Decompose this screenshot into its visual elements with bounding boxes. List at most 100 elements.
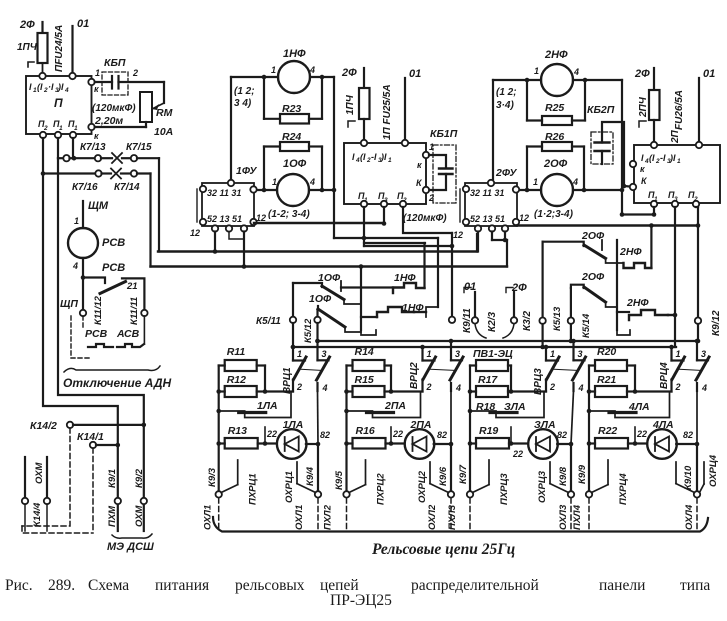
svg-text:-I: -I xyxy=(660,153,666,163)
svg-text:2П: 2П xyxy=(670,129,681,144)
svg-text:ОХЛ3: ОХЛ3 xyxy=(558,504,569,530)
svg-text:РСВ: РСВ xyxy=(85,328,108,340)
svg-text:2: 2 xyxy=(43,125,48,132)
svg-text:ВРЦ2: ВРЦ2 xyxy=(409,362,420,389)
svg-text:1ПЧ: 1ПЧ xyxy=(17,42,38,53)
svg-text:2НФ: 2НФ xyxy=(619,246,642,258)
svg-text:П: П xyxy=(397,191,404,201)
svg-text:К9/7: К9/7 xyxy=(458,464,469,484)
svg-text:R12: R12 xyxy=(227,374,246,386)
svg-text:4: 4 xyxy=(309,177,315,187)
svg-text:(1 2;: (1 2; xyxy=(496,87,517,98)
svg-text:R20: R20 xyxy=(597,346,616,358)
svg-text:1: 1 xyxy=(388,157,392,164)
svg-text:1ПЧ: 1ПЧ xyxy=(345,94,356,115)
svg-text:1: 1 xyxy=(33,87,37,94)
svg-text:52 13 51: 52 13 51 xyxy=(207,214,242,224)
svg-text:R22: R22 xyxy=(598,425,617,437)
svg-text:4: 4 xyxy=(572,177,578,187)
svg-text:К11/11: К11/11 xyxy=(129,297,140,325)
svg-text:3: 3 xyxy=(578,349,583,359)
svg-text:к: к xyxy=(417,160,422,170)
svg-text:К14/2: К14/2 xyxy=(30,420,57,432)
svg-text:ПХРЦ1: ПХРЦ1 xyxy=(248,473,259,505)
svg-text:К3/2: К3/2 xyxy=(522,311,533,331)
svg-text:R15: R15 xyxy=(355,374,374,386)
svg-text:П: П xyxy=(53,119,60,129)
svg-text:К14/1: К14/1 xyxy=(77,431,104,443)
svg-text:ПFU24/5А: ПFU24/5А xyxy=(54,25,65,72)
svg-text:01: 01 xyxy=(703,68,715,80)
svg-text:4: 4 xyxy=(573,67,579,77)
svg-text:2ПЧ: 2ПЧ xyxy=(638,96,649,118)
svg-text:01: 01 xyxy=(409,68,421,80)
svg-text:2: 2 xyxy=(366,157,371,164)
svg-text:1: 1 xyxy=(550,349,555,359)
svg-text:Рельсовые цепи 25Гц: Рельсовые цепи 25Гц xyxy=(372,541,515,558)
svg-text:КБ1П: КБ1П xyxy=(430,128,458,140)
svg-text:82: 82 xyxy=(683,430,693,440)
svg-text:2ФУ: 2ФУ xyxy=(495,167,517,179)
svg-text:2: 2 xyxy=(426,382,432,392)
svg-text:R25: R25 xyxy=(545,102,564,114)
svg-text:)I: )I xyxy=(380,152,387,162)
svg-text:01: 01 xyxy=(77,18,89,30)
svg-text:3: 3 xyxy=(701,349,706,359)
svg-text:I: I xyxy=(29,82,32,92)
svg-text:К9/4: К9/4 xyxy=(305,466,316,486)
svg-text:К7/16: К7/16 xyxy=(72,182,98,193)
svg-text:R18: R18 xyxy=(476,401,495,413)
svg-text:К2/3: К2/3 xyxy=(487,312,498,332)
svg-text:ВРЦ4: ВРЦ4 xyxy=(659,362,670,389)
svg-text:R16: R16 xyxy=(356,425,375,437)
svg-text:4ЛА: 4ЛА xyxy=(652,419,674,431)
svg-text:4: 4 xyxy=(578,383,584,393)
svg-text:ПХРЦ2: ПХРЦ2 xyxy=(376,473,387,505)
svg-text:ЩП: ЩП xyxy=(60,298,78,310)
svg-text:2: 2 xyxy=(655,158,660,165)
svg-text:К: К xyxy=(416,178,423,188)
svg-text:К9/10: К9/10 xyxy=(683,465,694,490)
svg-text:(120мкФ): (120мкФ) xyxy=(92,103,136,114)
svg-text:4: 4 xyxy=(701,383,707,393)
svg-text:ОХРЦ4: ОХРЦ4 xyxy=(708,454,719,487)
svg-text:52 13 51: 52 13 51 xyxy=(470,214,505,224)
svg-text:П: П xyxy=(68,119,75,129)
svg-text:К9/12: К9/12 xyxy=(711,310,722,336)
svg-text:R11: R11 xyxy=(227,346,246,358)
svg-text:1ФУ: 1ФУ xyxy=(236,165,257,177)
svg-text:12: 12 xyxy=(453,230,463,240)
svg-text:I: I xyxy=(352,152,355,162)
svg-text:1ЛА: 1ЛА xyxy=(283,419,304,431)
svg-text:К5/12: К5/12 xyxy=(303,318,314,343)
svg-text:4: 4 xyxy=(644,158,649,165)
svg-text:22: 22 xyxy=(636,429,647,439)
svg-text:3: 3 xyxy=(322,349,327,359)
svg-text:R13: R13 xyxy=(228,425,247,437)
svg-text:3: 3 xyxy=(455,349,460,359)
svg-text:)I: )I xyxy=(57,82,64,92)
svg-text:ОХЛ1: ОХЛ1 xyxy=(203,505,214,530)
svg-text:R24: R24 xyxy=(282,131,301,143)
svg-text:R14: R14 xyxy=(355,346,374,358)
svg-text:ПХЛ4: ПХЛ4 xyxy=(572,504,583,530)
svg-text:2: 2 xyxy=(43,87,48,94)
svg-text:ОХЛ2: ОХЛ2 xyxy=(427,504,438,530)
svg-text:22: 22 xyxy=(512,449,523,459)
svg-text:3: 3 xyxy=(667,158,671,165)
svg-text:82: 82 xyxy=(437,430,447,440)
svg-text:1: 1 xyxy=(271,65,276,75)
svg-text:К14/4: К14/4 xyxy=(32,502,43,527)
svg-text:КБП: КБП xyxy=(104,57,126,69)
svg-text:П: П xyxy=(358,191,365,201)
svg-text:К7/13: К7/13 xyxy=(80,142,106,153)
svg-text:10А: 10А xyxy=(154,126,173,138)
svg-text:П: П xyxy=(54,96,63,110)
svg-text:1: 1 xyxy=(74,125,78,132)
svg-text:ЗЛА: ЗЛА xyxy=(504,401,526,413)
svg-text:П: П xyxy=(668,190,675,200)
svg-text:1: 1 xyxy=(427,349,432,359)
svg-text:ПХРЦ3: ПХРЦ3 xyxy=(499,473,510,505)
svg-text:(I: (I xyxy=(37,82,43,92)
svg-text:4: 4 xyxy=(355,157,360,164)
